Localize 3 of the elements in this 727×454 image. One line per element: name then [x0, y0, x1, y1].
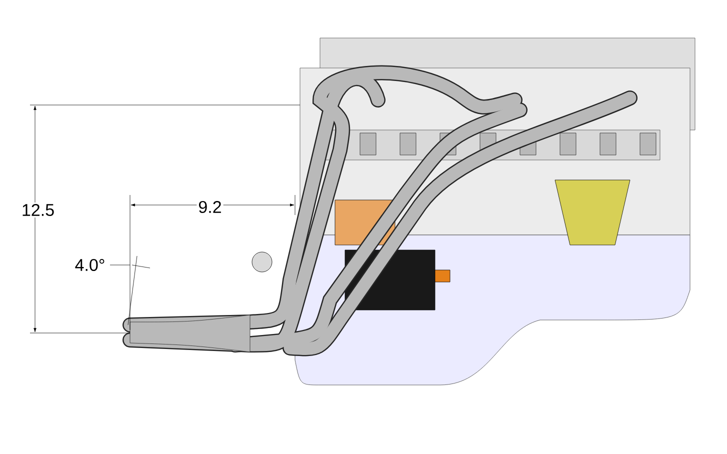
dimension-text: 9.2: [196, 199, 224, 214]
dimension-text: 12.5: [20, 202, 56, 218]
dimension-text: 4.0°: [73, 257, 107, 272]
